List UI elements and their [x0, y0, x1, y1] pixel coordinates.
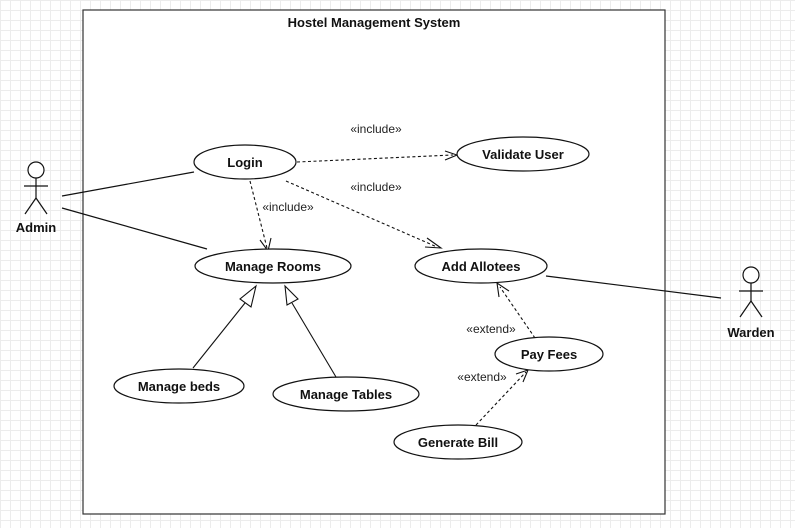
use-case-manage-beds[interactable]: Manage beds: [113, 368, 245, 404]
actor-warden-label: Warden: [727, 325, 774, 340]
use-case-manage-tables[interactable]: Manage Tables: [272, 376, 420, 412]
system-title: Hostel Management System: [288, 15, 461, 30]
actor-admin-label: Admin: [16, 220, 57, 235]
include-login-managerooms-line: [249, 180, 268, 249]
use-case-manage-tables-label: Manage Tables: [300, 387, 392, 402]
include-login-addallotees-arrowhead: [424, 237, 443, 249]
use-case-generate-bill[interactable]: Generate Bill: [393, 424, 523, 460]
extend-generatebill-payfees-label: «extend»: [457, 370, 507, 384]
include-login-validate-line: [296, 154, 454, 163]
generalization-tables-arrowhead: [284, 284, 299, 306]
stick-figure-icon: [739, 266, 763, 318]
warden-add-allotees-association: [545, 275, 722, 299]
system-boundary: [82, 9, 666, 515]
generalization-beds-line: [192, 302, 246, 369]
include-login-addallotees-label: «include»: [350, 180, 402, 194]
use-case-login-label: Login: [227, 155, 262, 170]
extend-payfees-addallotees-line: [499, 286, 536, 339]
use-case-add-allotees-label: Add Allotees: [442, 259, 521, 274]
extend-generatebill-payfees-line: [475, 371, 527, 426]
use-case-add-allotees[interactable]: Add Allotees: [414, 248, 548, 284]
use-case-manage-rooms[interactable]: Manage Rooms: [194, 248, 352, 284]
generalization-tables-line: [291, 302, 337, 378]
generalization-beds-arrowhead: [239, 284, 257, 308]
admin-manage-rooms-association: [61, 207, 208, 250]
stick-figure-icon: [24, 161, 48, 215]
use-case-pay-fees[interactable]: Pay Fees: [494, 336, 604, 372]
extend-payfees-addallotees-label: «extend»: [466, 322, 516, 336]
use-case-login[interactable]: Login: [193, 144, 297, 180]
use-case-validate-user-label: Validate User: [482, 147, 564, 162]
use-case-manage-rooms-label: Manage Rooms: [225, 259, 321, 274]
use-case-manage-beds-label: Manage beds: [138, 379, 220, 394]
admin-login-association: [61, 171, 195, 197]
use-case-pay-fees-label: Pay Fees: [521, 347, 577, 362]
include-login-managerooms-label: «include»: [262, 200, 314, 214]
use-case-generate-bill-label: Generate Bill: [418, 435, 498, 450]
actor-admin[interactable]: Admin: [16, 161, 57, 235]
actor-warden[interactable]: Warden: [727, 266, 775, 340]
use-case-validate-user[interactable]: Validate User: [456, 136, 590, 172]
include-login-validate-label: «include»: [350, 122, 402, 136]
